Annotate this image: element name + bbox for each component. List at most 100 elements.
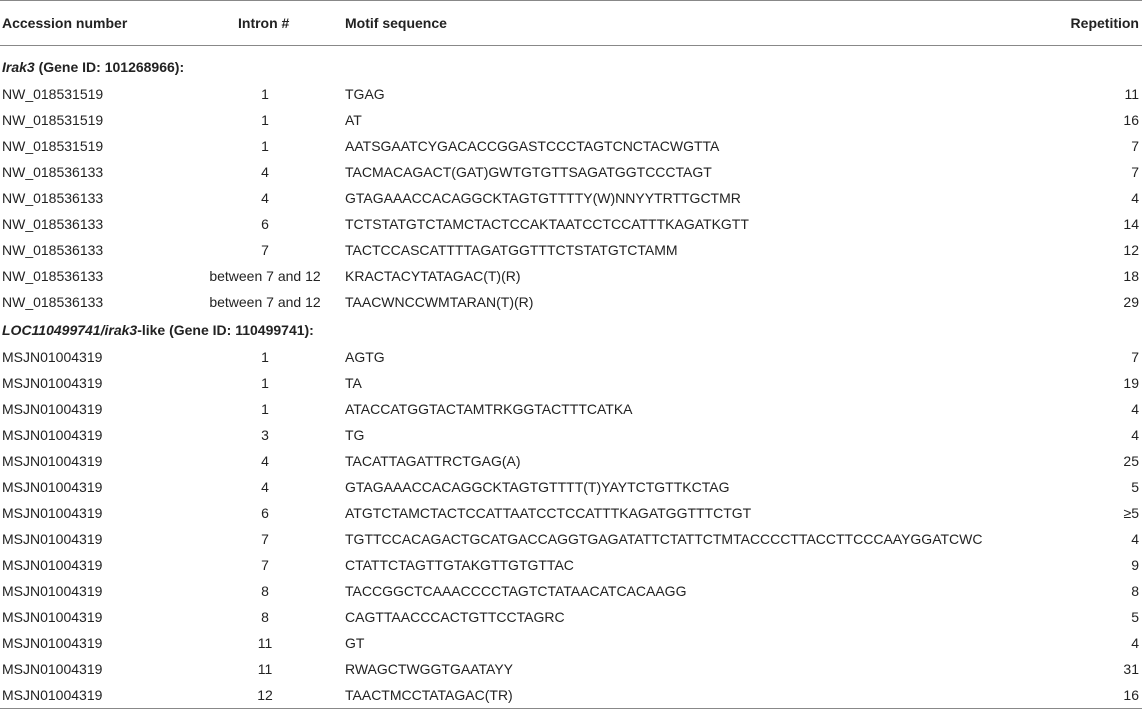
repetition-cell: ≥5 <box>1123 505 1139 521</box>
accession-cell: MSJN01004319 <box>2 427 103 443</box>
repetition-cell: 9 <box>1131 557 1139 573</box>
accession-cell: NW_018536133 <box>2 242 104 258</box>
header-intron: Intron # <box>160 0 340 46</box>
accession-cell: NW_018531519 <box>2 138 104 154</box>
gene-group-label: Irak3 (Gene ID: 101268966): <box>0 52 1142 81</box>
repetition-cell: 4 <box>1131 427 1139 443</box>
motif-cell: AT <box>345 112 362 128</box>
accession-cell: NW_018536133 <box>2 294 104 310</box>
repetition-cell: 4 <box>1131 190 1139 206</box>
table-row: NW_018536133 4 TACMACAGACT(GAT)GWTGTGTTSAG… <box>0 159 1142 185</box>
accession-cell: MSJN01004319 <box>2 349 103 365</box>
motif-cell: CAGTTAACCCACTGTTCCTAGRC <box>345 609 565 625</box>
intron-cell: 11 <box>257 661 273 677</box>
header-repetition: Repetition <box>1052 0 1142 46</box>
accession-cell: MSJN01004319 <box>2 635 103 651</box>
table-row: NW_018536133 6 TCTSTATGTCTAMCTACTCCAKTAATC… <box>0 211 1142 237</box>
intron-cell: 8 <box>261 583 269 599</box>
intron-cell: 1 <box>261 112 269 128</box>
intron-cell: 4 <box>261 164 269 180</box>
motif-cell: TAACWNCCWMTARAN(T)(R) <box>345 294 534 310</box>
intron-cell: between 7 and 12 <box>209 294 321 310</box>
repetition-cell: 5 <box>1131 609 1139 625</box>
motif-cell: ATACCATGGTACTAMTRKGGTACTTTCATKA <box>345 401 633 417</box>
header-accession: Accession number <box>0 0 160 46</box>
motif-table: Accession number Intron # Motif sequence… <box>0 0 1142 709</box>
table-row: NW_018536133 7 TACTCCASCATTTTAGATGGTTTCTST… <box>0 237 1142 263</box>
table-row: MSJN01004319 7 CTATTCTAGTTGTAKGTTGTGTTAC 9 <box>0 552 1142 578</box>
repetition-cell: 7 <box>1131 164 1139 180</box>
gene-id-label: (Gene ID: 101268966): <box>34 58 185 75</box>
gene-group-row: LOC110499741/irak3-like (Gene ID: 110499… <box>0 315 1142 344</box>
table-row: NW_018536133 between 7 and 12 TAACWNCCWMTA… <box>0 289 1142 315</box>
motif-cell: TACTCCASCATTTTAGATGGTTTCTSTATGTCTAMM <box>345 242 678 258</box>
repetition-cell: 4 <box>1131 531 1139 547</box>
intron-cell: 3 <box>261 427 269 443</box>
accession-cell: NW_018536133 <box>2 216 104 232</box>
header-motif: Motif sequence <box>340 0 1052 46</box>
motif-cell: TACATTAGATTRCTGAG(A) <box>345 453 521 469</box>
accession-cell: NW_018536133 <box>2 268 104 284</box>
intron-cell: 1 <box>261 86 269 102</box>
intron-cell: 11 <box>257 635 273 651</box>
gene-id-label: (Gene ID: 110499741): <box>165 321 314 338</box>
motif-cell: GT <box>345 635 365 651</box>
table-row: MSJN01004319 8 CAGTTAACCCACTGTTCCTAGRC 5 <box>0 604 1142 630</box>
accession-cell: NW_018536133 <box>2 164 104 180</box>
accession-cell: MSJN01004319 <box>2 661 103 677</box>
motif-cell: ATGTCTAMCTACTCCATTAATCCTCCATTTKAGATGGTTT… <box>345 505 752 521</box>
gene-name: Irak3 <box>2 58 35 75</box>
gene-group-row: Irak3 (Gene ID: 101268966): <box>0 52 1142 81</box>
repetition-cell: 11 <box>1124 86 1139 102</box>
motif-cell: TCTSTATGTCTAMCTACTCCAKTAATCCTCCATTTKAGAT… <box>345 216 749 232</box>
gene-name: LOC110499741/irak3 <box>2 321 138 338</box>
repetition-cell: 4 <box>1131 401 1139 417</box>
intron-cell: 4 <box>261 190 269 206</box>
intron-cell: 1 <box>261 401 269 417</box>
accession-cell: MSJN01004319 <box>2 531 103 547</box>
gene-suffix: -like <box>137 321 166 338</box>
motif-cell: CTATTCTAGTTGTAKGTTGTGTTAC <box>345 557 574 573</box>
intron-cell: 7 <box>261 557 269 573</box>
repetition-cell: 12 <box>1123 242 1139 258</box>
intron-cell: 7 <box>261 242 269 258</box>
intron-cell: 7 <box>261 531 269 547</box>
accession-cell: MSJN01004319 <box>2 479 103 495</box>
accession-cell: MSJN01004319 <box>2 609 103 625</box>
accession-cell: MSJN01004319 <box>2 401 103 417</box>
intron-cell: 12 <box>160 682 340 709</box>
repetition-cell: 25 <box>1123 453 1139 469</box>
intron-cell: 4 <box>261 479 269 495</box>
repetition-cell: 8 <box>1131 583 1139 599</box>
accession-cell: MSJN01004319 <box>2 505 103 521</box>
accession-cell: MSJN01004319 <box>2 375 103 391</box>
repetition-cell: 16 <box>1052 682 1142 709</box>
motif-cell: TACCGGCTCAAACCCCTAGTCTATAACATCACAAGG <box>345 583 687 599</box>
motif-cell: TG <box>345 427 365 443</box>
repetition-cell: 16 <box>1123 112 1139 128</box>
motif-cell: KRACTACYTATAGAC(T)(R) <box>345 268 521 284</box>
intron-cell: 4 <box>261 453 269 469</box>
intron-cell: 6 <box>261 216 269 232</box>
gene-group-label: LOC110499741/irak3-like (Gene ID: 110499… <box>0 315 1142 344</box>
accession-cell: NW_018531519 <box>2 112 104 128</box>
intron-cell: 8 <box>261 609 269 625</box>
motif-cell: TACMACAGACT(GAT)GWTGTGTTSAGATGGTCCCTAGT <box>345 164 712 180</box>
intron-cell: 1 <box>261 375 269 391</box>
table-row: NW_018531519 1 AT 16 <box>0 107 1142 133</box>
accession-cell: MSJN01004319 <box>2 557 103 573</box>
